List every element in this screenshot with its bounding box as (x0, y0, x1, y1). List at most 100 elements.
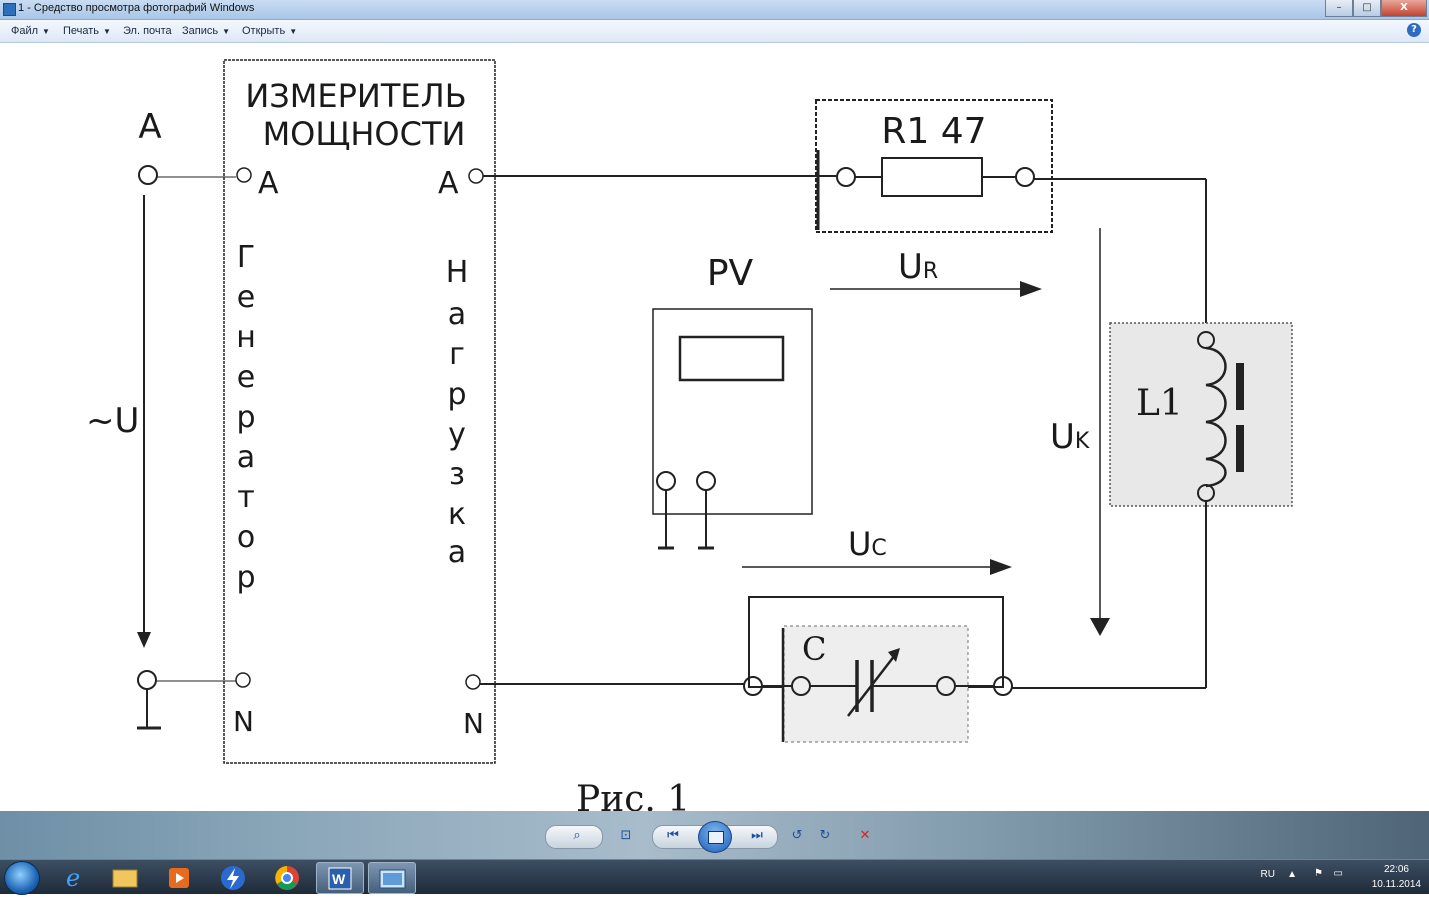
meter-input-a: A (258, 166, 279, 201)
uc-sub: C (871, 536, 886, 561)
zoom-icon[interactable]: ⌕ (573, 828, 581, 843)
inductor-coil (1205, 346, 1227, 488)
meter-title-line1: ИЗМЕРИТЕЛЬ (245, 77, 466, 115)
load-letter: к (448, 497, 466, 532)
inductor-box (1109, 322, 1293, 507)
ur-sub: R (923, 259, 938, 284)
ur-label: UR (898, 247, 938, 287)
bolt-app-icon[interactable] (210, 862, 256, 892)
resistor-box (815, 99, 1053, 233)
resistor-label: R1 47 (881, 111, 986, 152)
internet-explorer-icon[interactable]: e (52, 862, 98, 892)
window-title: 1 - Средство просмотра фотографий Window… (18, 2, 255, 14)
generator-letter: е (237, 360, 255, 395)
resistor-symbol (881, 157, 983, 197)
network-icon[interactable]: ▭ (1333, 868, 1343, 879)
action-center-flag-icon[interactable]: ⚑ (1314, 868, 1323, 879)
folder-glyph (112, 869, 138, 888)
chrome-glyph (275, 866, 299, 890)
slideshow-screen (708, 831, 724, 844)
zoom-group (545, 825, 603, 849)
menu-email-label: Эл. почта (123, 25, 172, 37)
meter-output-a: A (438, 166, 459, 201)
meter-title-line2: МОЩНОСТИ (263, 115, 466, 153)
load-letter: з (449, 457, 465, 492)
generator-letter: т (237, 480, 254, 515)
bolt-glyph (221, 866, 245, 890)
help-icon[interactable]: ? (1407, 23, 1421, 37)
source-voltage-label: ~U (86, 401, 139, 441)
menu-burn[interactable]: Запись▼ (182, 25, 230, 37)
generator-letter: Г (237, 240, 255, 275)
menu-print-label: Печать (63, 25, 100, 37)
generator-letter: р (236, 400, 255, 435)
menu-print[interactable]: Печать▼ (63, 25, 111, 37)
circuit-diagram: ИЗМЕРИТЕЛЬ МОЩНОСТИ A A N N Г е н е р а … (86, 59, 1293, 811)
chevron-down-icon: ▼ (42, 27, 50, 36)
generator-letter: а (237, 440, 255, 475)
uk-sub: K (1075, 429, 1090, 454)
uk-label: UK (1050, 417, 1090, 457)
load-letter: а (448, 535, 466, 570)
close-button[interactable]: X (1381, 0, 1427, 17)
source-a-label: A (138, 107, 161, 147)
ie-glyph: e (66, 864, 80, 892)
uc-main: U (848, 525, 871, 563)
slideshow-icon[interactable] (698, 821, 732, 853)
chevron-down-icon: ▼ (222, 27, 231, 36)
actual-size-icon[interactable]: ⊡ (620, 828, 632, 843)
language-indicator[interactable]: RU (1260, 869, 1275, 880)
maximize-button[interactable]: □ (1353, 0, 1381, 17)
voltmeter-label: PV (707, 253, 754, 294)
inductor-label: L1 (1136, 383, 1183, 424)
source-terminal-a (138, 165, 158, 185)
media-player-icon[interactable] (156, 862, 202, 892)
load-label: Н а г р у з к а (446, 255, 469, 570)
generator-letter: н (236, 320, 256, 355)
load-letter: у (448, 417, 466, 452)
taskbar: e W RU ▲ ⚑ ▭ 22:06 10.11.2014 (0, 859, 1429, 895)
load-letter: р (447, 377, 466, 412)
voltmeter-display (678, 335, 785, 382)
resistor-terminal-left (836, 167, 856, 187)
generator-letter: е (237, 280, 255, 315)
uc-label: UC (848, 525, 887, 563)
delete-icon[interactable]: ✕ (859, 828, 871, 843)
menu-email[interactable]: Эл. почта (123, 25, 172, 37)
ur-main: U (898, 247, 923, 287)
generator-letter: р (236, 560, 255, 595)
word-glyph: W (328, 867, 352, 890)
start-button[interactable] (4, 861, 40, 895)
clock-date[interactable]: 10.11.2014 (1371, 879, 1421, 890)
voltmeter-box (652, 308, 813, 515)
capacitor-label: C (802, 630, 826, 668)
chevron-down-icon: ▼ (289, 27, 298, 36)
photo-glyph (379, 869, 406, 889)
menu-file[interactable]: Файл▼ (11, 25, 50, 37)
meter-input-n: N (233, 705, 254, 738)
next-icon[interactable]: ⏭ (751, 828, 763, 843)
photo-viewer-icon[interactable] (368, 862, 416, 894)
rotate-clockwise-icon[interactable]: ↻ (819, 828, 831, 843)
media-glyph (169, 868, 189, 888)
load-letter: г (449, 337, 465, 372)
explorer-icon[interactable] (102, 862, 148, 892)
minimize-button[interactable]: – (1325, 0, 1353, 17)
menu-open[interactable]: Открыть▼ (242, 25, 297, 37)
show-hidden-icons-icon[interactable]: ▲ (1287, 869, 1297, 880)
svg-text:e: e (66, 864, 80, 892)
previous-icon[interactable]: ⏮ (667, 828, 679, 843)
title-bar: 1 - Средство просмотра фотографий Window… (0, 0, 1429, 20)
clock-time[interactable]: 22:06 (1383, 864, 1409, 875)
source-terminal-n (137, 670, 157, 690)
load-letter: а (448, 297, 466, 332)
chrome-icon[interactable] (264, 862, 310, 892)
word-icon[interactable]: W (316, 862, 364, 894)
generator-label: Г е н е р а т о р (236, 240, 256, 595)
load-letter: Н (446, 255, 469, 290)
photo-viewer-app-icon (3, 3, 16, 16)
rotate-counterclockwise-icon[interactable]: ↺ (791, 828, 803, 843)
uk-main: U (1050, 417, 1075, 457)
generator-letter: о (237, 520, 255, 555)
svg-text:W: W (332, 871, 346, 887)
